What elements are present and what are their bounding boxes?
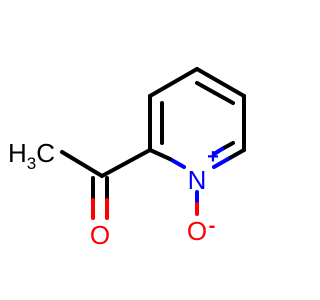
carbonyl-oxygen-label: O xyxy=(90,220,110,250)
bonds xyxy=(60,67,246,220)
methyl-label: H3C xyxy=(8,138,55,173)
bond-methyl-carbonyl xyxy=(60,150,104,178)
bond-ring-c6-n-inner-black xyxy=(220,141,235,151)
bond-ring-c6-n-blue xyxy=(212,157,230,169)
ring-nitrogen-label: N xyxy=(188,165,207,195)
structure-diagram: H3C O N + O - xyxy=(8,67,246,250)
bond-ring-n-c2-black xyxy=(148,148,172,161)
bond-ring-c4-c5-inner xyxy=(195,81,235,105)
atom-labels: H3C O N + O - xyxy=(8,138,219,250)
nitrogen-charge-label: + xyxy=(207,146,219,168)
n-oxide-oxygen-label: O xyxy=(187,216,207,246)
oxygen-charge-label: - xyxy=(209,215,216,237)
bond-ring-c6-n-black xyxy=(226,148,246,161)
bond-ring-c4-c5 xyxy=(195,67,246,98)
bond-carbonyl-ring xyxy=(100,148,152,178)
bond-ring-n-c2-blue xyxy=(168,157,186,169)
bond-ring-c3-c4 xyxy=(148,67,199,98)
bond-ring-c6-n-inner-blue xyxy=(212,147,224,156)
